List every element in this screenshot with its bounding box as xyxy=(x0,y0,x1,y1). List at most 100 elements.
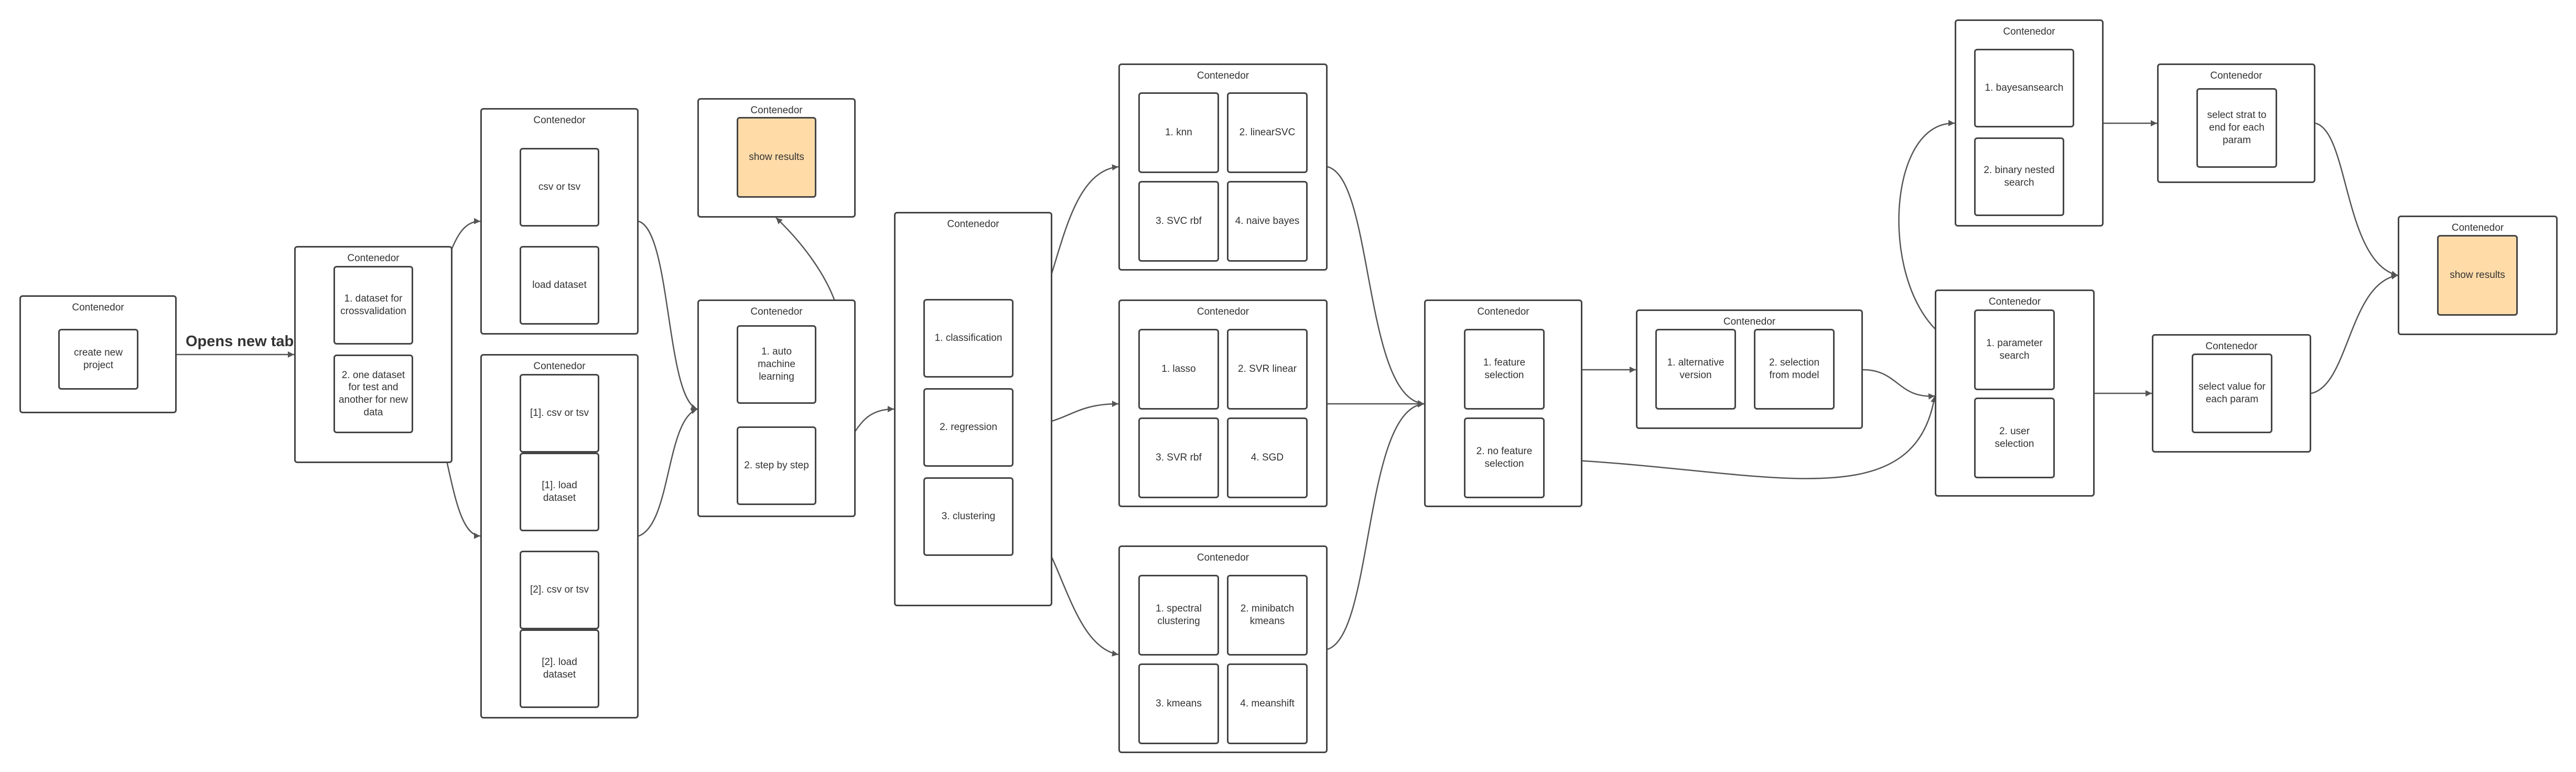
node-spectral-clustering[interactable]: 1. spectral clustering xyxy=(1138,575,1219,656)
node-alternative-version[interactable]: 1. alternative version xyxy=(1655,329,1736,410)
node-clustering[interactable]: 3. clustering xyxy=(923,477,1014,556)
node-select-value[interactable]: select value for each param xyxy=(2192,353,2272,433)
edge-load-to-mode xyxy=(638,220,698,410)
container-title: Contenedor xyxy=(1723,316,1776,327)
node-label: 1. alternative version xyxy=(1667,357,1724,381)
node-label: 2. linearSVC xyxy=(1239,127,1296,138)
container-title: Contenedor xyxy=(2205,341,2258,352)
node-parameter-search[interactable]: 1. parameter search xyxy=(1974,309,2055,390)
node-csv-or-tsv[interactable]: csv or tsv xyxy=(520,148,599,227)
node-svr-linear[interactable]: 2. SVR linear xyxy=(1227,329,1308,410)
node-label: [1]. load dataset xyxy=(542,480,577,503)
node-kmeans[interactable]: 3. kmeans xyxy=(1138,663,1219,744)
node-label: load dataset xyxy=(532,280,587,291)
node-label: 1. knn xyxy=(1165,127,1192,138)
edge-value-to-results xyxy=(2311,273,2398,394)
node-label: 1. spectral clustering xyxy=(1156,603,1202,627)
node-label: 1. classification xyxy=(934,333,1003,344)
container-title: Contenedor xyxy=(2210,70,2262,81)
node-label: select value for each param xyxy=(2198,381,2266,405)
node-label: select strat to end for each param xyxy=(2207,110,2267,146)
node-linearsvc[interactable]: 2. linearSVC xyxy=(1227,92,1308,173)
node-show-results-2[interactable]: show results xyxy=(2437,235,2518,316)
container-title: Contenedor xyxy=(1477,306,1529,317)
node-label: show results xyxy=(749,152,804,163)
edge-strat-to-results xyxy=(2315,122,2398,277)
node-user-selection[interactable]: 2. user selection xyxy=(1974,398,2055,478)
node-label: 1. lasso xyxy=(1161,363,1196,375)
node-one-dataset-test[interactable]: 2. one dataset for test and another for … xyxy=(333,355,413,433)
node-svr-rbf[interactable]: 3. SVR rbf xyxy=(1138,417,1219,498)
node-knn[interactable]: 1. knn xyxy=(1138,92,1219,173)
node-selection-from-model[interactable]: 2. selection from model xyxy=(1754,329,1835,410)
node-load-dataset[interactable]: load dataset xyxy=(520,246,599,325)
node-meanshift[interactable]: 4. meanshift xyxy=(1227,663,1308,744)
node-load-dataset-2[interactable]: [2]. load dataset xyxy=(520,629,599,708)
edge-nofs-to-param xyxy=(1544,395,1937,479)
node-svc-rbf[interactable]: 3. SVC rbf xyxy=(1138,181,1219,262)
node-label: 3. kmeans xyxy=(1156,698,1202,710)
container-title: Contenedor xyxy=(533,115,586,126)
node-csv-or-tsv-2[interactable]: [2]. csv or tsv xyxy=(520,551,599,629)
container-title: Contenedor xyxy=(2451,222,2504,233)
node-label: 4. SGD xyxy=(1251,452,1284,464)
node-label: 1. parameter search xyxy=(1986,338,2043,361)
node-label: csv or tsv xyxy=(538,181,581,193)
node-label: 3. SVC rbf xyxy=(1156,216,1202,227)
node-label: 2. selection from model xyxy=(1769,357,1820,381)
node-select-strat[interactable]: select strat to end for each param xyxy=(2196,88,2277,168)
node-show-results-1[interactable]: show results xyxy=(737,117,816,198)
node-label: 2. no feature selection xyxy=(1476,446,1533,469)
node-dataset-crossvalidation[interactable]: 1. dataset for crossvalidation xyxy=(333,266,413,345)
node-label: 1. dataset for crossvalidation xyxy=(340,293,406,317)
container-title: Contenedor xyxy=(1988,296,2041,307)
edge-load1-to-mode xyxy=(638,408,698,537)
node-label: create new project xyxy=(74,347,123,371)
edge-classifiers-to-fs xyxy=(1327,166,1425,406)
node-label: 1. auto machine learning xyxy=(758,346,795,382)
node-lasso[interactable]: 1. lasso xyxy=(1138,329,1219,410)
node-step-by-step[interactable]: 2. step by step xyxy=(737,426,816,505)
node-label: 3. clustering xyxy=(941,511,996,522)
node-label: 2. step by step xyxy=(744,460,809,471)
edge-selection-to-param xyxy=(1862,369,1935,400)
node-naive-bayes[interactable]: 4. naive bayes xyxy=(1227,181,1308,262)
node-label: 2. SVR linear xyxy=(1238,363,1297,375)
container-title: Contenedor xyxy=(72,302,124,313)
node-label: 2. user selection xyxy=(1995,426,2034,449)
node-label: [2]. csv or tsv xyxy=(530,584,589,596)
container-title: Contenedor xyxy=(750,306,803,317)
node-no-feature-selection[interactable]: 2. no feature selection xyxy=(1464,417,1545,498)
node-label: 3. SVR rbf xyxy=(1156,452,1202,464)
edge-clusterers-to-fs xyxy=(1327,401,1425,650)
node-label: 1. feature selection xyxy=(1483,357,1526,381)
node-label: 2. one dataset for test and another for … xyxy=(338,369,408,418)
node-csv-or-tsv-1[interactable]: [1]. csv or tsv xyxy=(520,374,599,453)
node-label: 4. meanshift xyxy=(1240,698,1295,710)
node-load-dataset-1[interactable]: [1]. load dataset xyxy=(520,453,599,531)
container-project: Contenedor xyxy=(19,295,177,413)
node-create-new-project[interactable]: create new project xyxy=(58,329,138,390)
node-label: 2. binary nested search xyxy=(1984,165,2055,188)
node-sgd[interactable]: 4. SGD xyxy=(1227,417,1308,498)
node-classification[interactable]: 1. classification xyxy=(923,299,1014,378)
container-title: Contenedor xyxy=(947,219,999,230)
container-title: Contenedor xyxy=(1197,552,1249,563)
node-regression[interactable]: 2. regression xyxy=(923,388,1014,467)
container-title: Contenedor xyxy=(1197,306,1249,317)
node-label: show results xyxy=(2450,270,2505,281)
node-bayesansearch[interactable]: 1. bayesansearch xyxy=(1974,49,2074,127)
container-title: Contenedor xyxy=(347,253,400,264)
node-label: [1]. csv or tsv xyxy=(530,408,589,419)
container-title: Contenedor xyxy=(533,361,586,372)
node-label: [2]. load dataset xyxy=(542,657,577,680)
node-binary-nested-search[interactable]: 2. binary nested search xyxy=(1974,137,2064,216)
node-feature-selection[interactable]: 1. feature selection xyxy=(1464,329,1545,410)
container-title: Contenedor xyxy=(1197,70,1249,81)
node-auto-ml[interactable]: 1. auto machine learning xyxy=(737,325,816,404)
node-label: 1. bayesansearch xyxy=(1985,82,2064,94)
node-label: 2. regression xyxy=(940,422,997,433)
node-minibatch-kmeans[interactable]: 2. minibatch kmeans xyxy=(1227,575,1308,656)
container-title: Contenedor xyxy=(750,105,803,116)
